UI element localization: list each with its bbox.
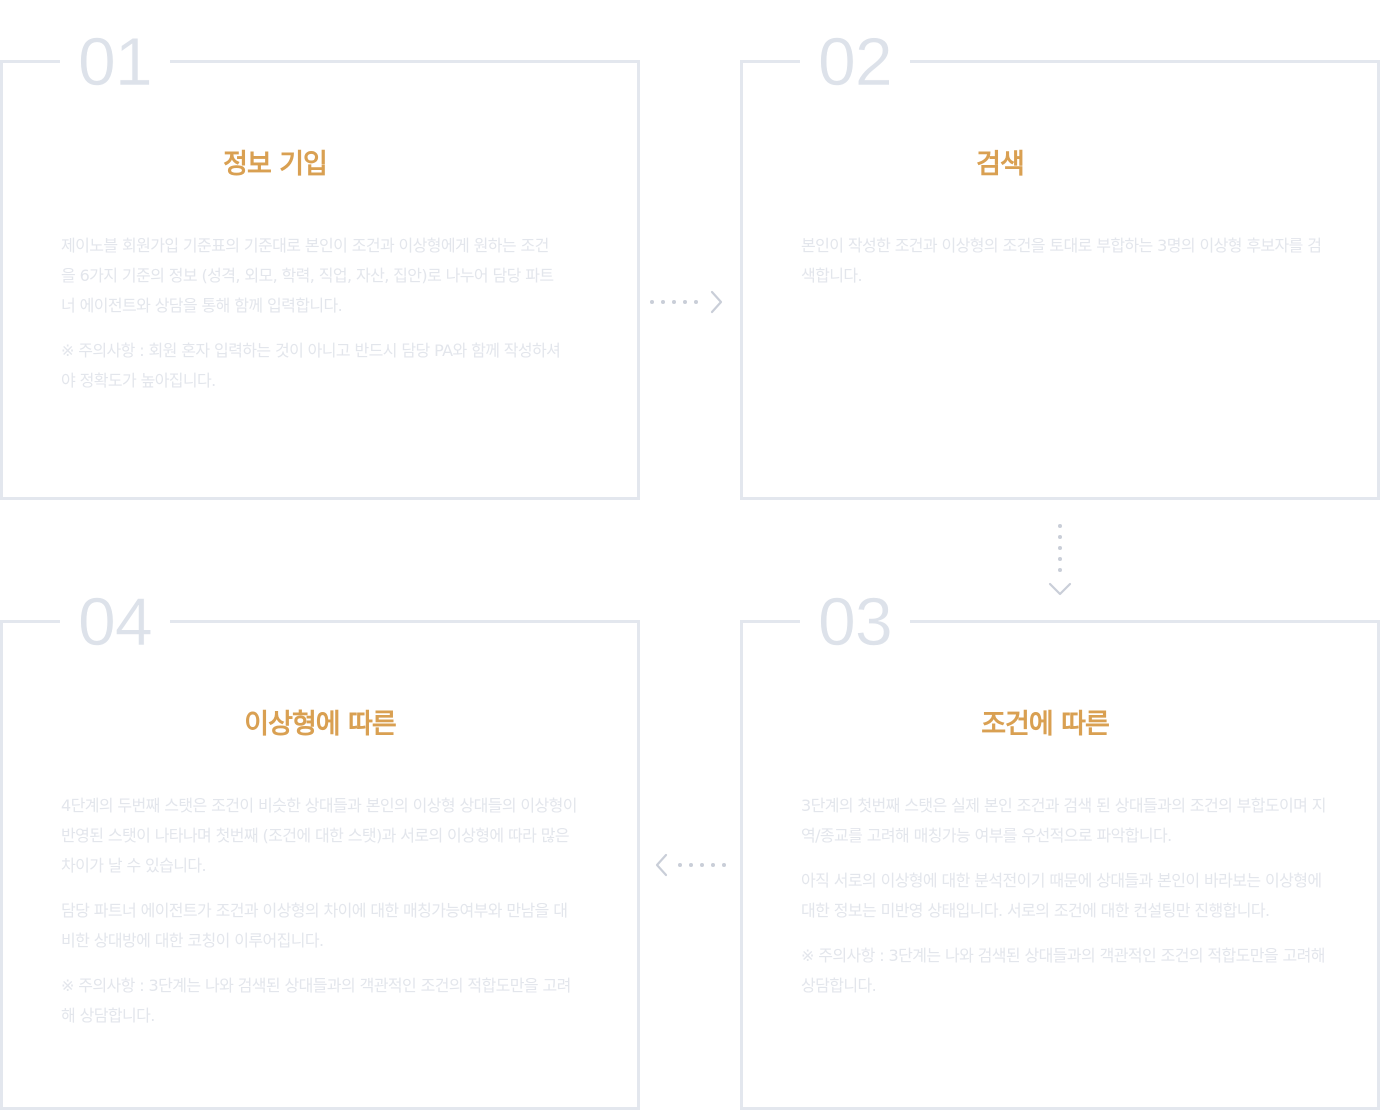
step-title: 조건에 따른 <box>981 709 1110 740</box>
step-card-2: 02 검색 본인이 작성한 조건과 이상형의 조건을 토대로 부합하는 3명의 … <box>740 28 1380 500</box>
step-description: 4단계의 두번째 스탯은 조건이 비슷한 상대들과 본인의 이상형 상대들의 이… <box>61 791 581 1046</box>
step-description: 3단계의 첫번째 스탯은 실제 본인 조건과 검색 된 상대들과의 조건의 부합… <box>801 791 1331 1016</box>
step-card-1: 01 정보 기입 제이노블 회원가입 기준표의 기준대로 본인이 조건과 이상형… <box>0 28 640 500</box>
step-paragraph: 아직 서로의 이상형에 대한 분석전이기 때문에 상대들과 본인이 바라보는 이… <box>801 871 1322 920</box>
step-paragraph: 본인이 작성한 조건과 이상형의 조건을 토대로 부합하는 3명의 이상형 후보… <box>801 236 1322 285</box>
step-title: 검색 <box>976 149 1025 180</box>
step-number: 01 <box>60 28 170 96</box>
step-paragraph: 3단계의 첫번째 스탯은 실제 본인 조건과 검색 된 상대들과의 조건의 부합… <box>801 796 1326 845</box>
step-note: ※ 주의사항 : 3단계는 나와 검색된 상대들과의 객관적인 조건의 적합도만… <box>61 976 571 1025</box>
step-card-4: 04 이상형에 따른 4단계의 두번째 스탯은 조건이 비슷한 상대들과 본인의… <box>0 588 640 1110</box>
step-note: ※ 주의사항 : 3단계는 나와 검색된 상대들과의 객관적인 조건의 적합도만… <box>801 946 1325 995</box>
step-number: 04 <box>60 588 170 656</box>
step-number: 03 <box>800 588 910 656</box>
step-title: 이상형에 따른 <box>244 709 396 740</box>
step-description: 제이노블 회원가입 기준표의 기준대로 본인이 조건과 이상형에게 원하는 조건… <box>61 231 561 411</box>
step-paragraph: 제이노블 회원가입 기준표의 기준대로 본인이 조건과 이상형에게 원하는 조건… <box>61 236 554 315</box>
dotted-arrow-right-icon <box>650 290 723 314</box>
step-paragraph: 담당 파트너 에이전트가 조건과 이상형의 차이에 대한 매칭가능여부와 만남을… <box>61 901 568 950</box>
step-number: 02 <box>800 28 910 96</box>
step-paragraph: 4단계의 두번째 스탯은 조건이 비슷한 상대들과 본인의 이상형 상대들의 이… <box>61 796 578 875</box>
step-description: 본인이 작성한 조건과 이상형의 조건을 토대로 부합하는 3명의 이상형 후보… <box>801 231 1331 306</box>
dotted-arrow-down-icon <box>1048 524 1072 596</box>
step-title: 정보 기입 <box>223 149 328 180</box>
dotted-arrow-left-icon <box>655 853 726 877</box>
step-note: ※ 주의사항 : 회원 혼자 입력하는 것이 아니고 반드시 담당 PA와 함께… <box>61 341 561 390</box>
step-card-3: 03 조건에 따른 3단계의 첫번째 스탯은 실제 본인 조건과 검색 된 상대… <box>740 588 1380 1110</box>
